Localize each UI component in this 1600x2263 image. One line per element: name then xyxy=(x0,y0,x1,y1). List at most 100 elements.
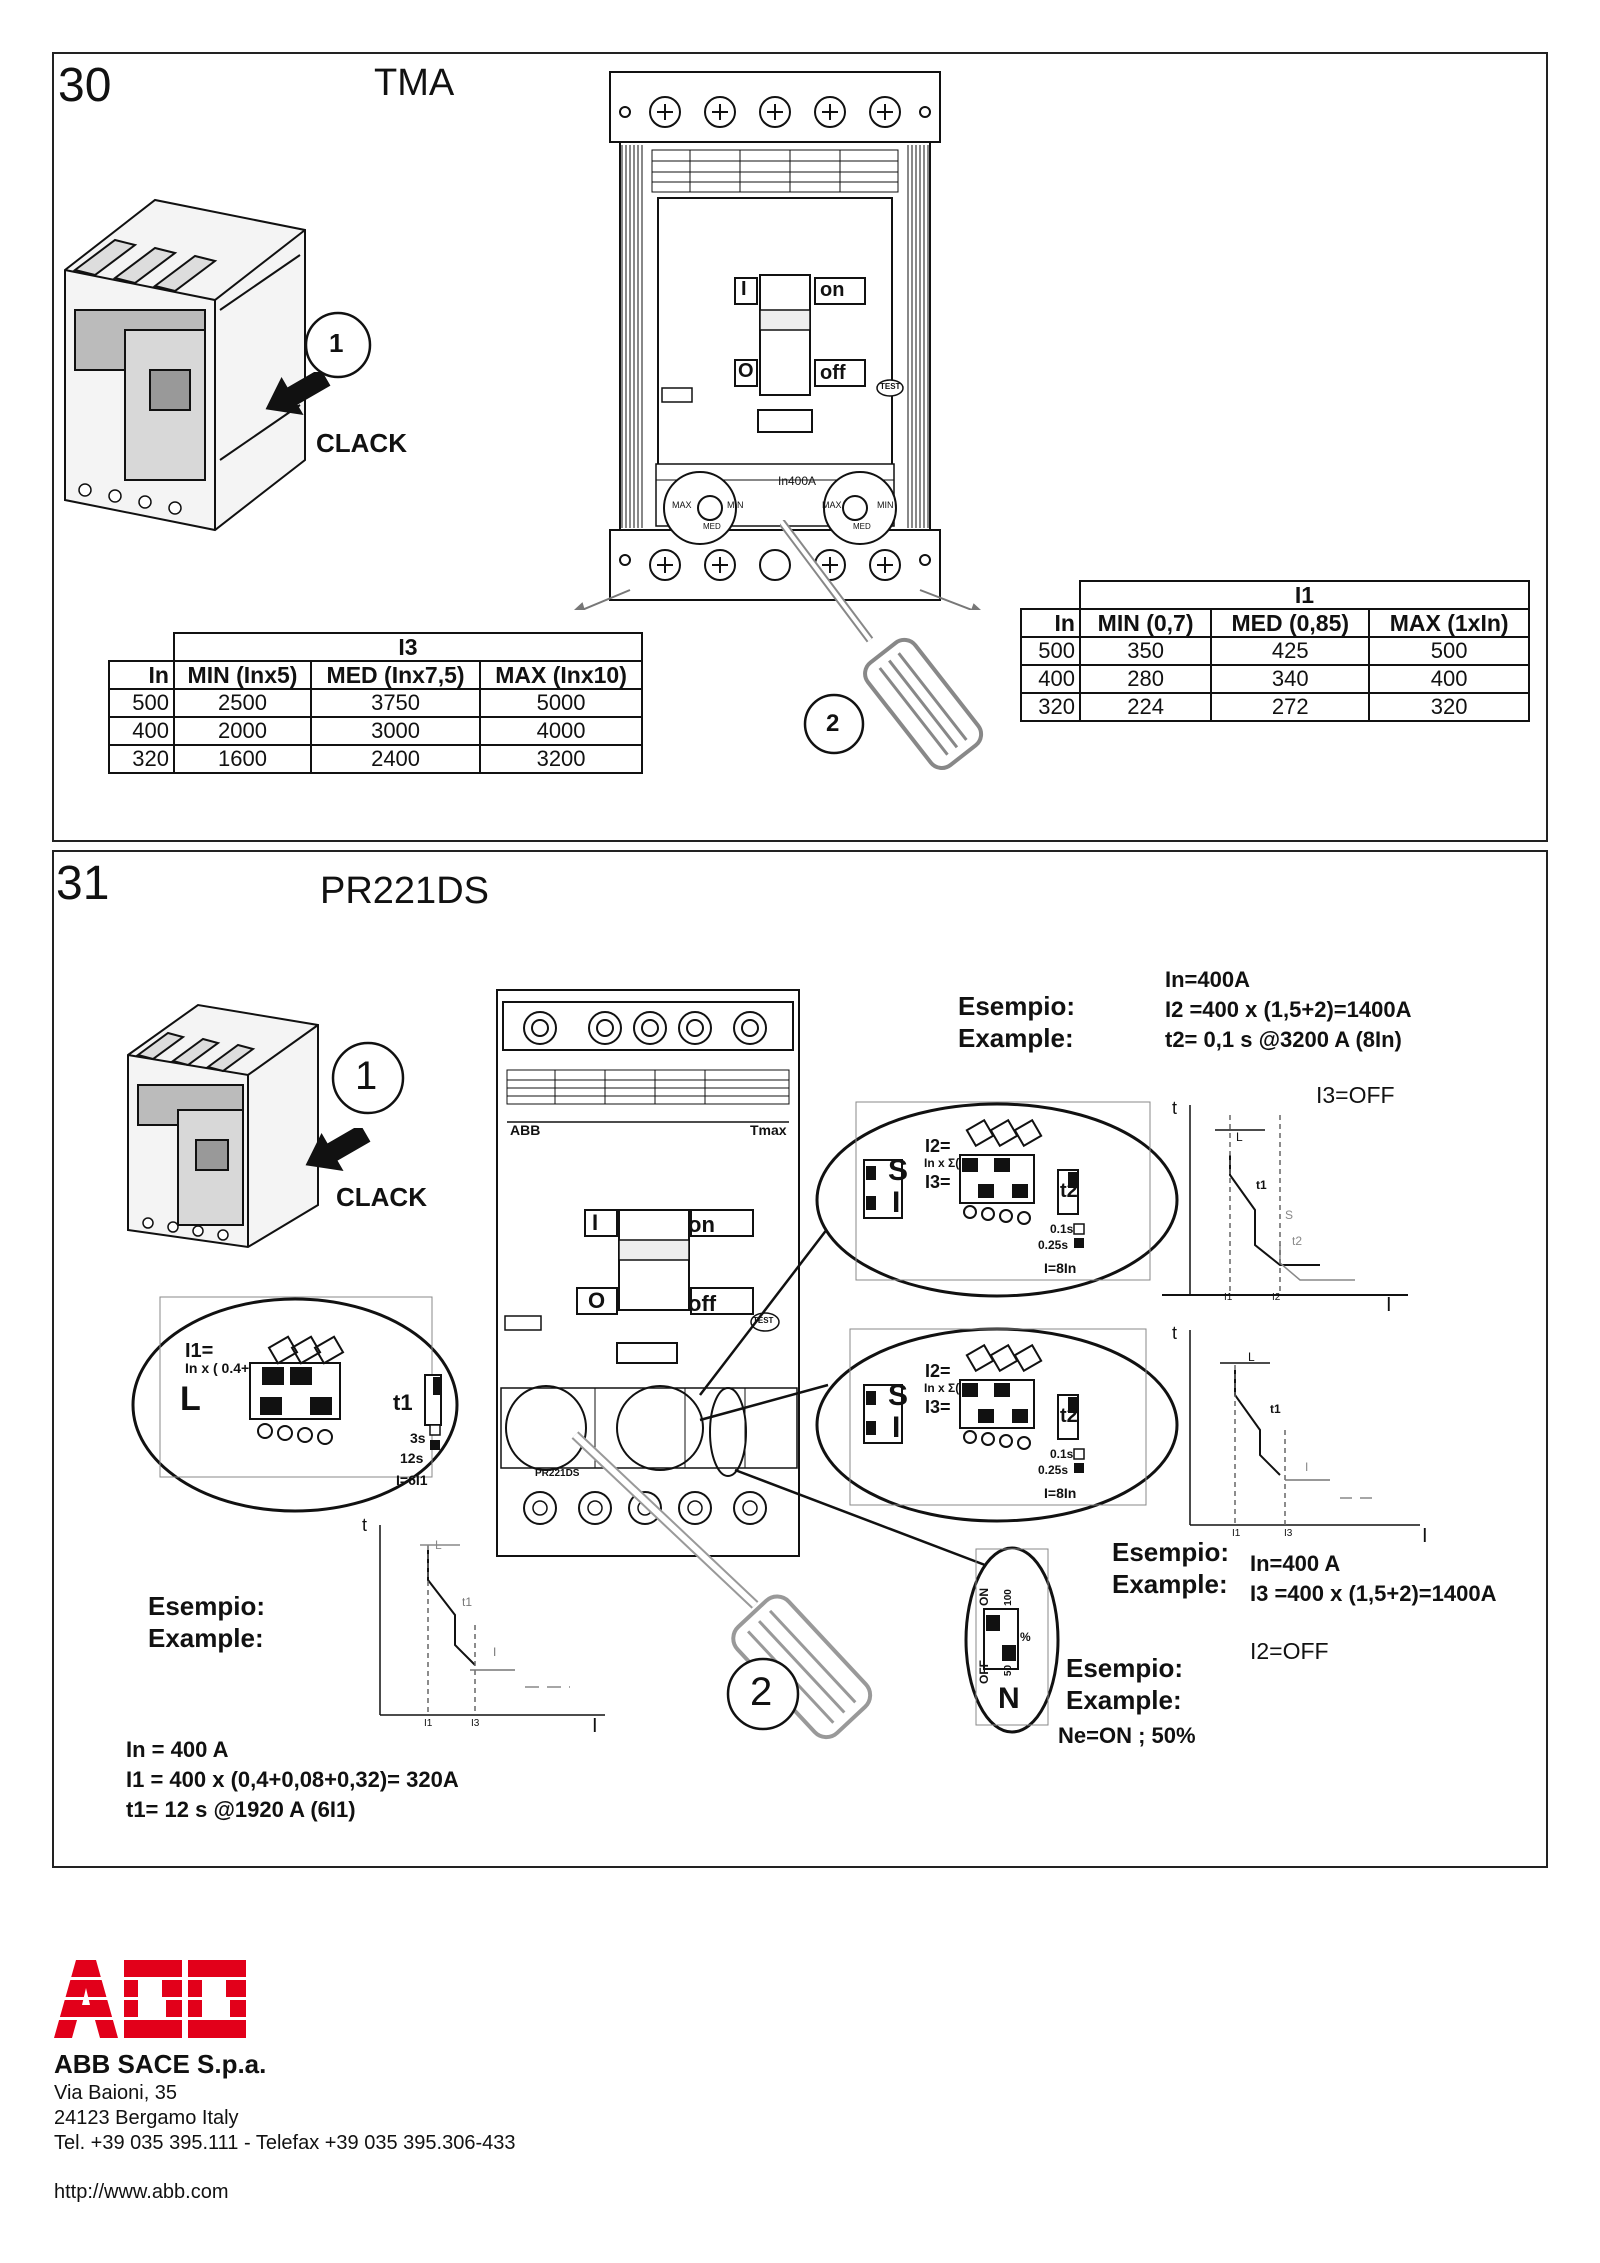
address-line-1: Via Baioni, 35 xyxy=(54,2082,178,2104)
example-top-label-en: Example: xyxy=(958,1023,1074,1053)
example-n-line1: Ne=ON ; 50% xyxy=(1058,1723,1196,1748)
cell: 350 xyxy=(1078,636,1213,666)
screwdriver-icon xyxy=(571,1431,873,1740)
tmax-model: Tmax xyxy=(750,1122,787,1138)
table-i1-group-header: I1 xyxy=(1079,580,1530,610)
dip-N-100: 100 xyxy=(1002,1589,1014,1606)
example-left-line3: t1= 12 s @1920 A (6I1) xyxy=(126,1797,356,1822)
company-name: ABB SACE S.p.a. xyxy=(54,2049,267,2079)
curve-top-S: S xyxy=(1285,1208,1294,1222)
tma-dial-max-right: MAX xyxy=(822,500,842,510)
dip-L-letter: L xyxy=(180,1380,201,1418)
col-header-min: MIN (0,7) xyxy=(1078,608,1213,638)
dip-S-opt-025s-top: 0.25s xyxy=(1038,1238,1069,1252)
step-2-number: 2 xyxy=(750,1670,773,1714)
cell: 3200 xyxy=(479,744,643,774)
dip-S-i3-title-mid: I3= xyxy=(925,1397,951,1417)
tma-dial-med-left: MED xyxy=(703,522,721,531)
table-i3: I3 In MIN (Inx5) MED (Inx7,5) MAX (Inx10… xyxy=(108,632,643,774)
dip-S-i2-title-mid: I2= xyxy=(925,1361,951,1381)
tma-dial-max-left: MAX xyxy=(672,500,692,510)
tmax-off-label: off xyxy=(688,1291,717,1316)
example-mid-line2: I3 =400 x (1,5+2)=1400A xyxy=(1250,1581,1497,1606)
dip-N-letter: N xyxy=(998,1682,1020,1715)
tma-in-label: In400A xyxy=(778,474,817,488)
curve-left-I: I xyxy=(592,1715,598,1737)
example-n-label-en: Example: xyxy=(1066,1685,1182,1715)
section-31-number: 31 xyxy=(56,857,110,910)
curve-top-I2: I2 xyxy=(1272,1292,1281,1303)
dip-L-opt-i: I=6I1 xyxy=(396,1472,428,1488)
tma-switch-i: I xyxy=(741,278,747,300)
tmax-abb-brand: ABB xyxy=(510,1122,541,1138)
press-arrow-icon xyxy=(305,1128,371,1172)
dip-L-t1-label: t1 xyxy=(393,1390,413,1415)
abb-logo xyxy=(54,1960,246,2038)
col-header-in: In xyxy=(1020,608,1081,638)
example-mid-label-it: Esempio: xyxy=(1112,1537,1230,1567)
curve-left-I-mark: I xyxy=(493,1645,497,1659)
cell: 3000 xyxy=(309,716,482,746)
dip-S-i-letter-mid: I xyxy=(892,1411,901,1444)
curve-mid-t: t xyxy=(1172,1323,1178,1343)
table-header-row: In MIN (0,7) MED (0,85) MAX (1xIn) xyxy=(1020,608,1530,638)
cell: 320 xyxy=(1368,692,1530,722)
curve-top-t: t xyxy=(1172,1098,1178,1118)
example-n-label-it: Esempio: xyxy=(1066,1653,1184,1683)
trip-curve-left xyxy=(379,1525,605,1716)
dip-N-50: 50 xyxy=(1003,1664,1015,1677)
step-1-circle xyxy=(331,1041,405,1115)
tmax-breaker-front xyxy=(496,989,800,1557)
tma-dial-med-right: MED xyxy=(853,522,871,531)
dip-L-opt-3s: 3s xyxy=(410,1430,426,1446)
step-1-circle xyxy=(304,311,372,379)
example-left-line2: I1 = 400 x (0,4+0,08+0,32)= 320A xyxy=(126,1767,459,1792)
tma-breaker-front xyxy=(573,71,981,610)
dip-N-on: ON xyxy=(977,1588,991,1606)
dip-L-opt-12s: 12s xyxy=(400,1450,424,1466)
tma-dial-min-right: MIN xyxy=(877,500,894,510)
section-30-number: 30 xyxy=(58,59,112,112)
cell: 320 xyxy=(1020,692,1081,722)
curve-mid-I-mark: I xyxy=(1305,1460,1309,1474)
col-header-max: MAX (1xIn) xyxy=(1368,608,1530,638)
tmax-test-label: TEST xyxy=(753,1316,774,1325)
cell: 425 xyxy=(1210,636,1371,666)
col-header-in: In xyxy=(108,660,175,690)
cell: 2400 xyxy=(309,744,482,774)
cell: 224 xyxy=(1078,692,1213,722)
website-link[interactable]: http://www.abb.com xyxy=(54,2181,229,2203)
phone-fax: Tel. +39 035 395.111 - Telefax +39 035 3… xyxy=(54,2132,516,2154)
curve-mid-I: I xyxy=(1422,1525,1428,1547)
breaker-isometric-illustration xyxy=(127,1003,319,1249)
curve-top-t1: t1 xyxy=(1256,1178,1267,1192)
step-2-circle xyxy=(803,693,865,755)
curve-top-L: L xyxy=(1236,1130,1243,1144)
curve-mid-L: L xyxy=(1248,1350,1255,1364)
example-mid-line1: In=400 A xyxy=(1250,1551,1341,1576)
dip-switch-N-callout xyxy=(964,1546,1060,1734)
cell: 272 xyxy=(1210,692,1371,722)
tma-switch-o: O xyxy=(738,360,754,382)
cell: 400 xyxy=(108,716,175,746)
dip-S-letter-mid: S xyxy=(888,1379,909,1412)
example-left-line1: In = 400 A xyxy=(126,1737,229,1762)
section-31-frame xyxy=(52,850,1548,1868)
section-30-title: TMA xyxy=(374,62,455,104)
dip-S-opt-01s-top: 0.1s xyxy=(1050,1222,1074,1236)
address-line-2: 24123 Bergamo Italy xyxy=(54,2107,239,2129)
tma-test-label: TEST xyxy=(880,382,901,391)
col-header-max: MAX (Inx10) xyxy=(479,660,643,690)
cell: 320 xyxy=(108,744,175,774)
example-top-label-it: Esempio: xyxy=(958,991,1076,1021)
clack-label: CLACK xyxy=(336,1182,427,1212)
dip-N-pct: % xyxy=(1020,1630,1031,1644)
dip-S-opt-i-mid: I=8In xyxy=(1044,1485,1077,1501)
cell: 400 xyxy=(1368,664,1530,694)
curve-top-I: I xyxy=(1386,1294,1392,1316)
